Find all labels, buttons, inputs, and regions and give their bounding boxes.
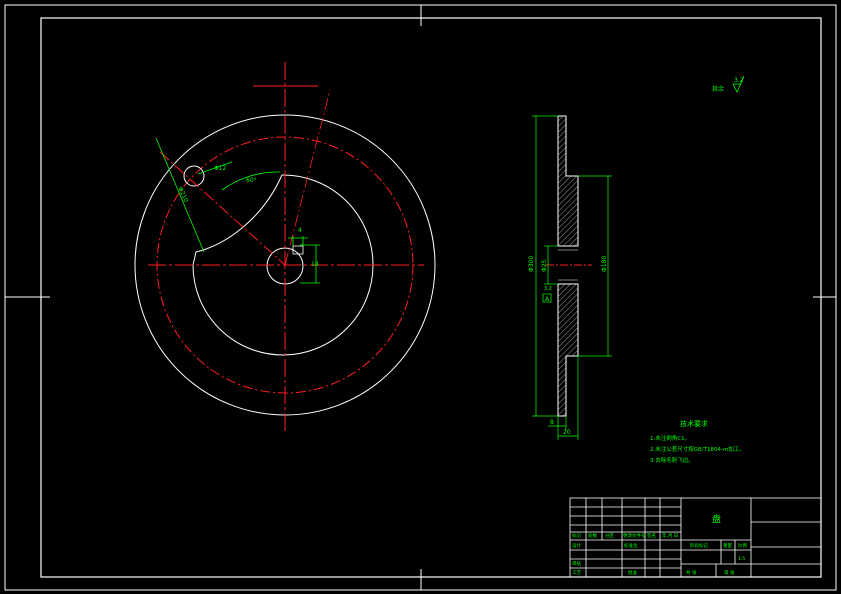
keyway (292, 245, 304, 255)
tb-review: 审核 (572, 560, 581, 567)
recess-profile (192, 174, 374, 356)
label-hub-dia: Φ180 (601, 256, 608, 272)
label-slot-angle: 60° (246, 177, 257, 184)
tb-zone: 分区 (605, 532, 614, 539)
tb-sheet-no: 第 张 (724, 569, 735, 576)
tb-approve: 批准 (628, 569, 637, 576)
label-overall-dia: Φ300 (528, 256, 535, 272)
datum-box (542, 293, 552, 303)
tb-stage: 阶段标记 (690, 542, 708, 549)
tb-sign: 签名 (647, 532, 656, 539)
note-2: 2.未注公差尺寸按GB/T1804-m加工。 (650, 445, 745, 453)
section-upper (557, 115, 579, 247)
title-block (569, 497, 822, 578)
tech-notes: 技术要求 1.未注倒角C1。 2.未注公差尺寸按GB/T1804-m加工。 3.… (650, 419, 745, 464)
dim-pcd-line (155, 137, 205, 253)
notes-heading: 技术要求 (680, 419, 708, 428)
label-thickness: 8 (550, 419, 554, 426)
tb-change: 更改文件号 (623, 532, 646, 539)
small-hole (183, 165, 205, 187)
dim-hole-leader (197, 161, 233, 175)
tb-scale-value: 1:5 (738, 556, 745, 562)
tb-design: 设计 (572, 542, 581, 549)
tb-process: 工艺 (572, 570, 581, 576)
roughness-other: 其余 3.2 (712, 75, 745, 93)
tb-title: 盘 (712, 513, 721, 525)
roughness-value: 3.2 (734, 77, 744, 84)
label-datum: A (545, 296, 550, 303)
roughness-other-label: 其余 (712, 85, 724, 93)
label-keyway: 4 (298, 227, 302, 234)
label-total-width: 20 (563, 429, 571, 436)
dim-angle-arc (221, 171, 281, 191)
tb-weight: 重量 (723, 542, 732, 549)
tb-scale: 比例 (738, 542, 747, 549)
title-block-text: 标记 处数 分区 更改文件号 签名 年.月.日 设计 标准化 审核 工艺 批准 … (572, 513, 747, 576)
note-1: 1.未注倒角C1。 (650, 434, 690, 442)
tb-standard: 标准化 (624, 542, 638, 549)
tb-count: 处数 (588, 532, 597, 539)
side-view: Φ300 Φ180 Φ25 8 20 3.2 A (528, 115, 612, 440)
tb-date: 年.月.日 (662, 532, 678, 539)
title-block-frame (569, 497, 822, 578)
section-lower (557, 283, 579, 417)
centerline-to-corner (284, 89, 331, 266)
note-3: 3.去除毛刺飞边。 (650, 456, 694, 464)
centerline-diagonal (159, 151, 286, 266)
front-view: Φ210 Φ12 60° 4 14 (134, 62, 436, 434)
tb-sheet-total: 共 张 (686, 569, 697, 576)
label-side-roughness: 3.2 (544, 286, 552, 292)
tb-mark: 标记 (572, 532, 581, 539)
roughness-symbol (732, 75, 745, 93)
label-hole-dia: Φ12 (214, 165, 227, 172)
label-bore-offset: 14 (311, 261, 319, 268)
label-bore-dia: Φ25 (541, 259, 548, 272)
